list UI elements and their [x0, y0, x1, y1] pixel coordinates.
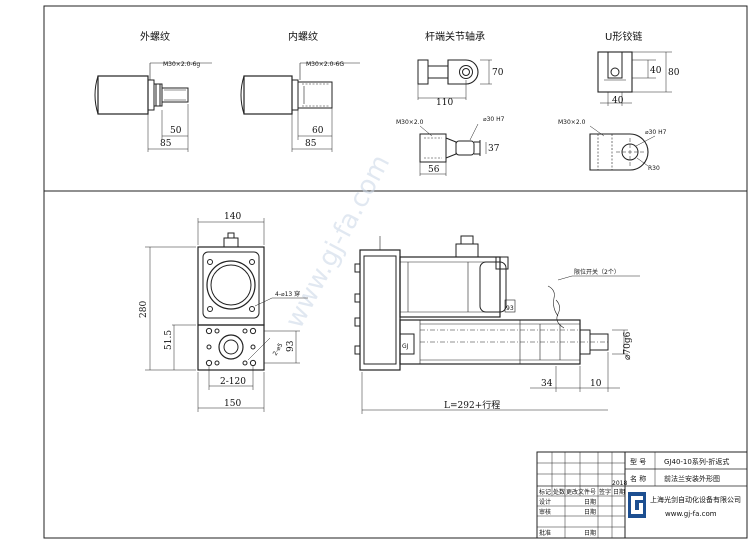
title-block-drawing-name: 前法兰安装外形图	[664, 474, 720, 483]
front-bolt-spacing: 2-120	[220, 377, 246, 387]
front-dim-diag: 2-⌀5	[272, 342, 285, 357]
rod-end-dim-56: 56	[428, 165, 440, 175]
side-logo-mark: GJ	[402, 343, 409, 350]
title-block-name-label: 名 称	[630, 474, 646, 483]
front-dim-93: 93	[286, 340, 296, 352]
side-rod-diameter: ⌀70g6	[623, 331, 633, 360]
rod-end-view: 杆端关节轴承 70 110 M30×2.0 ⌀30 H7 37 56	[396, 30, 505, 176]
clevis-title: U形铰链	[605, 30, 642, 43]
rod-end-dim-37: 37	[488, 144, 500, 154]
clevis-dim-40: 40	[650, 66, 662, 76]
title-block-date-review: 日期	[584, 508, 596, 516]
internal-thread-title: 内螺纹	[288, 30, 318, 43]
title-block-company: 上海光剑自动化设备有限公司	[650, 495, 741, 504]
clevis-dim-40-bottom: 40	[612, 96, 624, 106]
watermark-text: www.gj-fa.com	[280, 150, 396, 333]
front-width-150: 150	[224, 399, 241, 409]
rod-end-dim-70: 70	[492, 68, 504, 78]
side-total-length: L=292+行程	[444, 399, 500, 411]
drawing-frame	[43, 5, 748, 539]
front-width-140: 140	[224, 212, 241, 222]
side-dim-34: 34	[541, 379, 553, 389]
side-dim-93: 93	[506, 305, 514, 312]
title-block-row-mark: 标记	[539, 488, 551, 496]
external-thread-view: 外螺纹 M30×2.0-6g 50 85	[94, 30, 212, 152]
internal-thread-spec: M30×2.0-6G	[306, 61, 344, 68]
rod-end-thread-spec: M30×2.0	[396, 119, 424, 126]
clevis-dim-80: 80	[668, 68, 680, 78]
title-block-col-file: 更改文件号	[566, 488, 596, 496]
front-height-280: 280	[139, 301, 149, 318]
title-block-website: www.gj-fa.com	[665, 510, 717, 518]
title-block-col-count: 处数	[553, 488, 565, 496]
title-block-year: 2018	[612, 480, 627, 487]
rod-end-bore: ⌀30 H7	[483, 116, 505, 123]
title-block-model: GJ40-10系列-折返式	[664, 457, 729, 466]
clevis-view: U形铰链 40 80 40 M30×2.0 ⌀30 H7 R30	[558, 30, 680, 172]
rod-end-dim-110: 110	[436, 98, 453, 108]
internal-thread-view: 内螺纹 M30×2.0-6G 60 85	[240, 30, 360, 152]
title-block-date-approve: 日期	[584, 529, 596, 537]
external-thread-dim-50: 50	[170, 126, 182, 136]
title-block: 型 号 GJ40-10系列-折返式 名 称 前法兰安装外形图 2018 标记 处…	[536, 451, 748, 539]
rod-end-title: 杆端关节轴承	[425, 30, 485, 43]
title-block-date-design: 日期	[584, 498, 596, 506]
front-dim-51-5: 51.5	[164, 330, 174, 350]
external-thread-title: 外螺纹	[140, 30, 170, 43]
side-limit-switch-label: 限位开关（2个）	[574, 268, 620, 276]
internal-thread-dim-85: 85	[305, 139, 317, 149]
title-block-row-approve: 批准	[539, 529, 551, 537]
external-thread-spec: M30×2.0-6g	[163, 61, 200, 68]
clevis-radius: R30	[648, 165, 660, 172]
title-block-row-review: 审核	[539, 508, 551, 516]
company-logo	[628, 492, 646, 518]
internal-thread-dim-60: 60	[312, 126, 324, 136]
title-block-row-design: 设计	[539, 498, 551, 506]
title-block-col-sign: 签字	[599, 488, 611, 496]
side-dim-10: 10	[590, 379, 602, 389]
title-block-col-date: 日期	[613, 488, 625, 496]
clevis-bore: ⌀30 H7	[645, 129, 667, 136]
front-holes-label: 4-⌀13 穿	[275, 290, 300, 298]
external-thread-dim-85: 85	[160, 139, 172, 149]
title-block-type-label: 型 号	[630, 457, 646, 466]
side-view: GJ 限位开关（2个） 93 ⌀70g6 34 10 L=292+行程	[354, 235, 640, 414]
front-view: 140 280 51.5 4-⌀13 穿 93 2-⌀5 2-120 150	[139, 212, 308, 412]
clevis-thread-spec: M30×2.0	[558, 119, 586, 126]
